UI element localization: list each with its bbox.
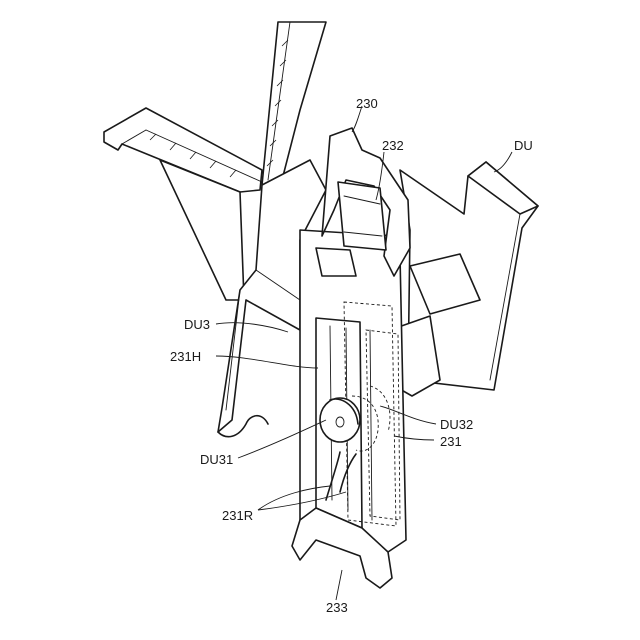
label-du32: DU32 [440, 417, 473, 432]
label-du: DU [514, 138, 533, 153]
label-231h: 231H [170, 349, 201, 364]
label-233: 233 [326, 600, 348, 615]
label-du31: DU31 [200, 452, 233, 467]
label-du3: DU3 [184, 317, 210, 332]
upper-plate [262, 22, 326, 185]
label-232: 232 [382, 138, 404, 153]
left-flange [104, 108, 262, 300]
label-231r: 231R [222, 508, 253, 523]
label-230: 230 [356, 96, 378, 111]
slider-body-231 [300, 230, 406, 552]
label-231: 231 [440, 434, 462, 449]
du-housing [384, 162, 538, 396]
